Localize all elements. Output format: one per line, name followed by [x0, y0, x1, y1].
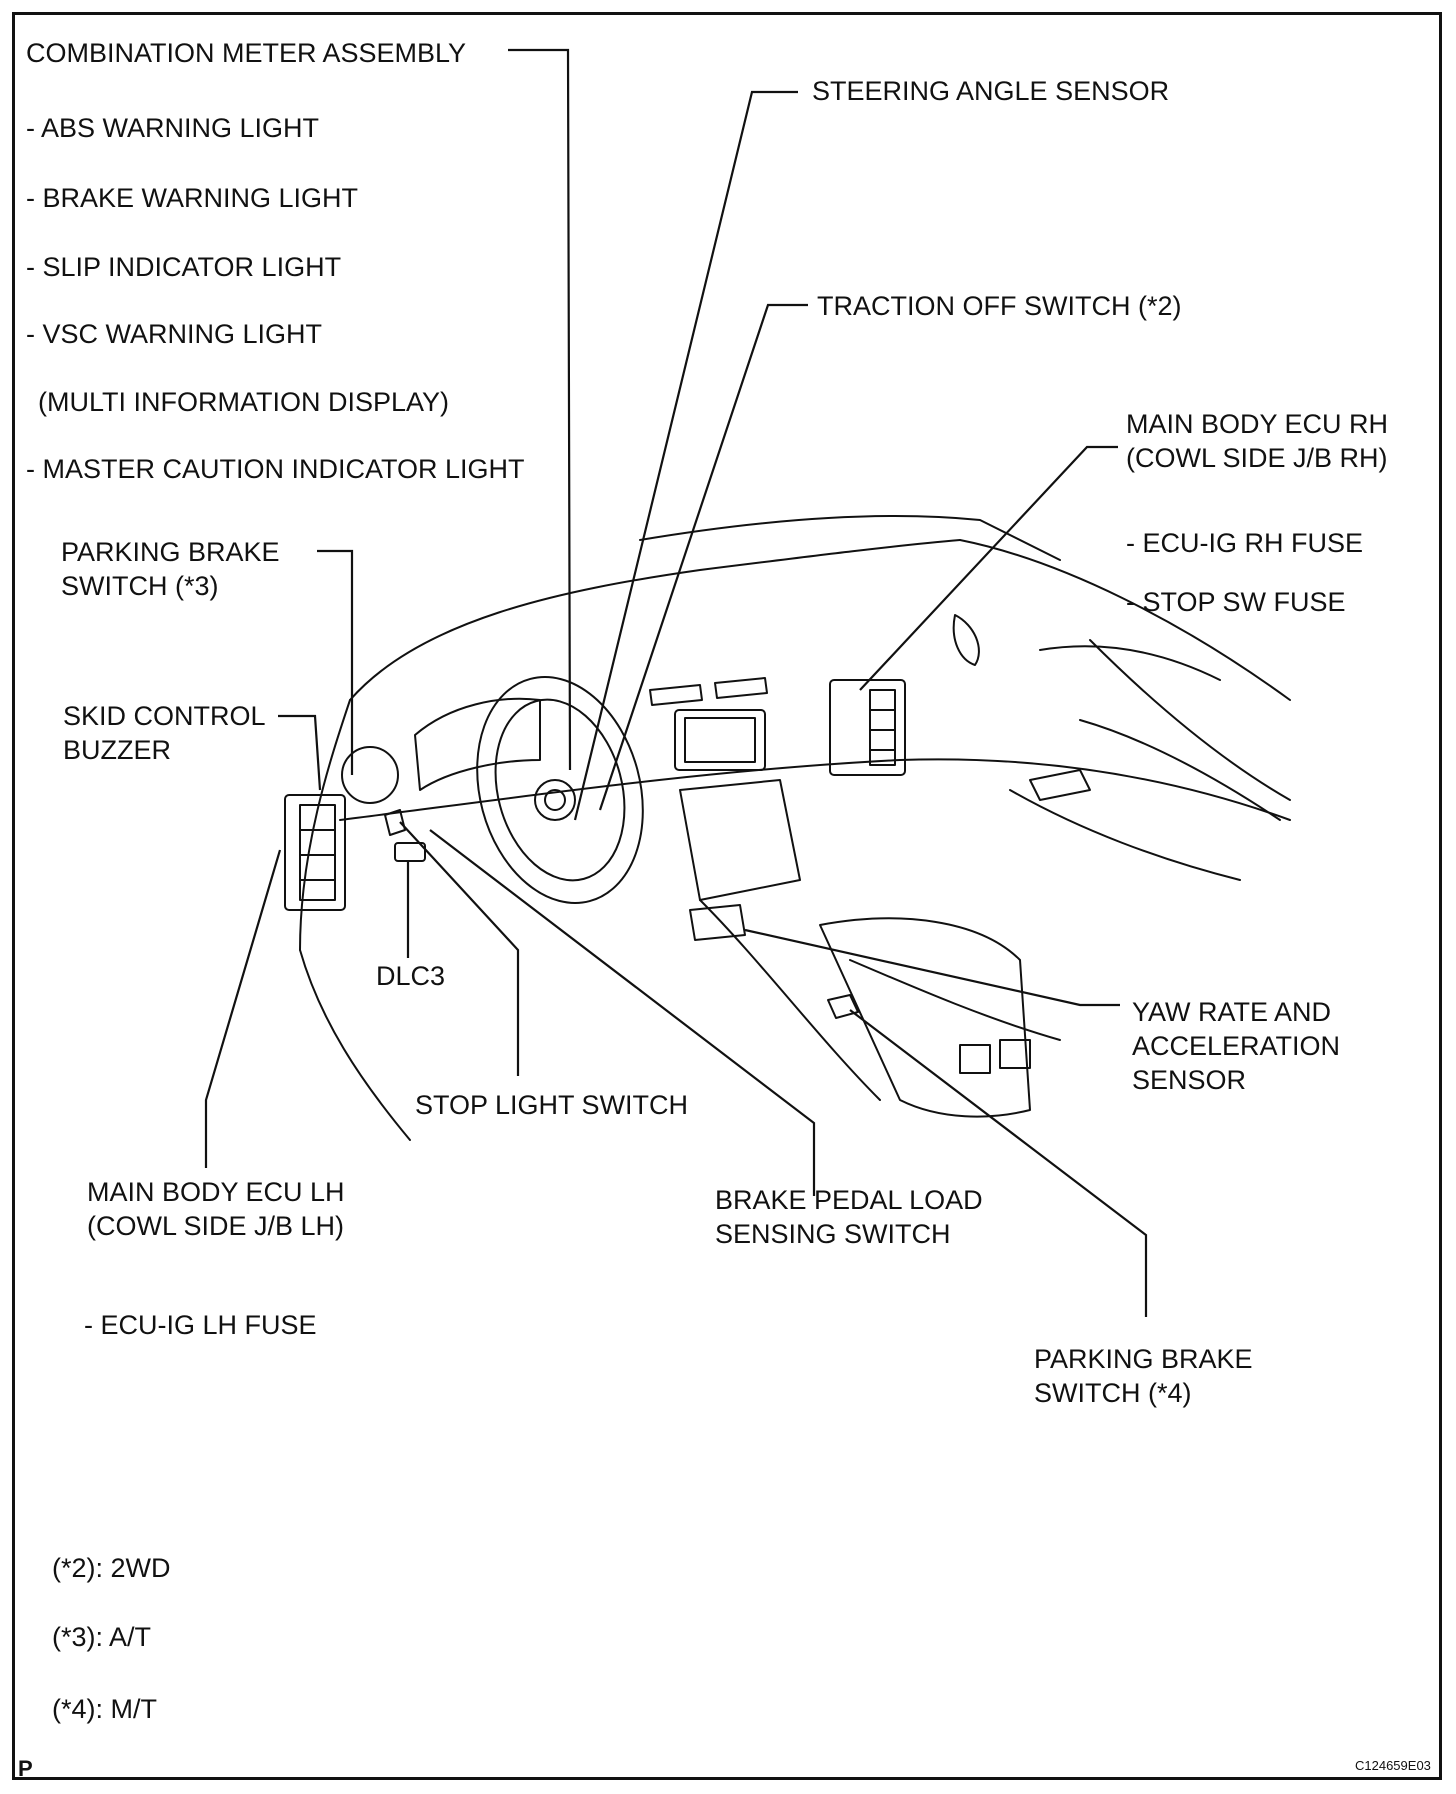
label-parking-brake-mt-line2: SWITCH (*4)	[1034, 1378, 1192, 1408]
center-vent-left	[649, 684, 703, 706]
leader-brake-pedal	[429, 829, 816, 1196]
center-display	[674, 709, 766, 771]
steering-hub	[534, 779, 576, 821]
label-brake-pedal-line2: SENSING SWITCH	[715, 1219, 951, 1249]
leader-parking-brake-at	[317, 549, 354, 775]
label-yaw-line3: SENSOR	[1132, 1065, 1247, 1095]
label-ecu-ig-rh-fuse: - ECU-IG RH FUSE	[1126, 528, 1364, 558]
footnote-2wd: (*2): 2WD	[52, 1553, 171, 1583]
label-ecu-ig-lh-fuse: - ECU-IG LH FUSE	[84, 1310, 317, 1340]
dash-top-outline	[349, 539, 961, 701]
label-master-caution: - MASTER CAUTION INDICATOR LIGHT	[26, 454, 525, 484]
leader-steering-angle	[573, 90, 798, 821]
label-yaw-line2: ACCELERATION	[1132, 1031, 1341, 1061]
right-vent	[952, 614, 980, 666]
label-ecu-lh-line2: (COWL SIDE J/B LH)	[87, 1211, 345, 1241]
label-vsc-warning: - VSC WARNING LIGHT	[26, 319, 323, 349]
label-ecu-rh-line1: MAIN BODY ECU RH	[1126, 409, 1389, 439]
corner-mark: P	[18, 1756, 33, 1781]
footnote-at: (*3): A/T	[52, 1622, 152, 1652]
ecu-rh-box	[829, 679, 906, 776]
dash-lower-outline	[339, 758, 1291, 821]
rear-vent-left	[959, 1044, 991, 1074]
rear-vent-right	[999, 1039, 1031, 1069]
label-traction-off: TRACTION OFF SWITCH (*2)	[817, 291, 1182, 321]
leader-parking-brake-mt	[849, 1009, 1148, 1317]
leader-combination-meter	[508, 48, 572, 771]
footnote-mt: (*4): M/T	[52, 1694, 157, 1724]
label-brake-pedal-line1: BRAKE PEDAL LOAD	[715, 1185, 983, 1215]
right-door-handle	[1029, 769, 1091, 801]
label-skid-buzzer-line1: SKID CONTROL	[63, 701, 266, 731]
stop-light-switch	[384, 809, 406, 836]
gauge-cluster	[414, 697, 541, 791]
label-steering-angle: STEERING ANGLE SENSOR	[812, 76, 1170, 106]
label-combination-meter: COMBINATION METER ASSEMBLY	[26, 38, 467, 68]
label-multi-info: (MULTI INFORMATION DISPLAY)	[38, 387, 450, 417]
armrest	[819, 917, 1031, 1118]
left-floor	[299, 949, 411, 1141]
yaw-sensor	[689, 904, 746, 941]
console-lower	[699, 899, 881, 1101]
steering-wheel-rim	[476, 676, 644, 904]
dash-right-outline	[959, 539, 1291, 701]
dlc3-connector	[394, 842, 426, 862]
left-gauge	[341, 746, 399, 804]
floor-right	[849, 959, 1061, 1041]
leader-ecu-rh	[859, 445, 1118, 691]
ecu-lh-box	[284, 794, 346, 911]
center-console	[679, 779, 801, 901]
diagram-frame	[12, 12, 1442, 1780]
parking-brake-mt-part	[827, 994, 859, 1019]
label-stop-sw-fuse: - STOP SW FUSE	[1126, 587, 1346, 617]
label-stop-light-switch: STOP LIGHT SWITCH	[415, 1090, 689, 1120]
label-brake-warning: - BRAKE WARNING LIGHT	[26, 183, 359, 213]
label-ecu-rh-line2: (COWL SIDE J/B RH)	[1126, 443, 1388, 473]
label-parking-brake-mt-line1: PARKING BRAKE	[1034, 1344, 1253, 1374]
label-skid-buzzer-line2: BUZZER	[63, 735, 171, 765]
label-abs-warning: - ABS WARNING LIGHT	[26, 113, 320, 143]
leader-traction-off	[598, 303, 808, 811]
glovebox-line	[1039, 645, 1221, 681]
left-pillar	[299, 699, 351, 951]
leader-skid-buzzer	[278, 714, 322, 791]
right-door-line	[1089, 639, 1291, 801]
leader-yaw-rate	[744, 928, 1120, 1007]
right-door-panel	[1009, 789, 1241, 881]
label-slip-indicator: - SLIP INDICATOR LIGHT	[26, 252, 342, 282]
center-vent-right	[714, 677, 768, 699]
label-dlc3: DLC3	[376, 961, 446, 991]
label-parking-brake-at-line1: PARKING BRAKE	[61, 537, 280, 567]
label-ecu-lh-line1: MAIN BODY ECU LH	[87, 1177, 345, 1207]
figure-code: C124659E03	[1355, 1758, 1431, 1773]
windshield-line	[639, 515, 1061, 561]
label-yaw-line1: YAW RATE AND	[1132, 997, 1332, 1027]
leader-stop-light	[399, 821, 520, 1076]
leader-ecu-lh	[204, 849, 282, 1168]
steering-wheel-inner	[494, 698, 626, 882]
right-upper-trim	[1079, 719, 1281, 821]
label-parking-brake-at-line2: SWITCH (*3)	[61, 571, 219, 601]
